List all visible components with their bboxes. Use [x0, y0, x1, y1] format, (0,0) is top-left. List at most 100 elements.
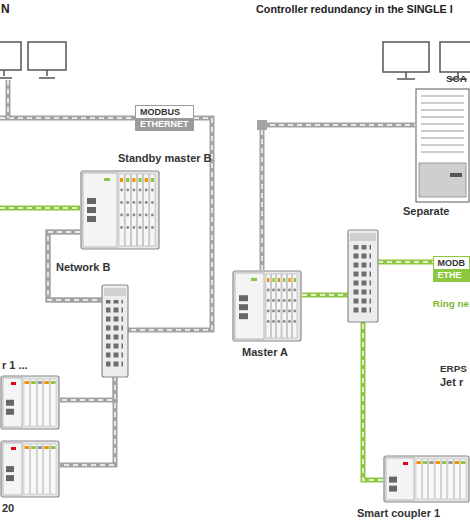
status-led [403, 462, 408, 465]
io-module [293, 274, 297, 338]
ethernet-port [6, 466, 14, 472]
module-marker [132, 178, 135, 182]
server-base [419, 163, 466, 197]
terminal-point [133, 189, 136, 192]
terminal-point [145, 214, 148, 217]
terminal-block [31, 379, 37, 426]
device-label: Master A [242, 346, 288, 359]
device-label: Standby master B [118, 152, 212, 165]
terminal-block [50, 444, 56, 494]
terminal-point [133, 214, 136, 217]
terminal-point [151, 189, 154, 192]
terminal-point [151, 214, 154, 217]
io-module [287, 274, 291, 338]
terminal-marker [423, 461, 427, 464]
module-marker [139, 178, 142, 182]
device-illustration [383, 455, 470, 503]
scada-server: SCA [415, 88, 470, 203]
terminal-point [267, 320, 270, 323]
terminal-marker [25, 381, 30, 384]
terminal-block [37, 444, 43, 494]
terminal-point [283, 310, 286, 313]
head-station [3, 443, 22, 495]
annotation-label: ERPS [440, 362, 467, 375]
ethernet-port [87, 216, 96, 222]
terminal-point [272, 289, 275, 292]
ethernet-cable [0, 80, 212, 330]
server-slot [421, 103, 464, 104]
io-module [144, 174, 149, 246]
terminal-block [454, 459, 459, 499]
terminal-point [288, 310, 291, 313]
terminal-point [293, 299, 296, 302]
server-slot [421, 110, 464, 111]
annotation-label: Separate [403, 205, 449, 218]
terminal-point [120, 189, 123, 192]
module-marker [278, 278, 280, 282]
status-led [11, 382, 16, 385]
smart-coupler: 20 [0, 440, 60, 498]
ethernet-port [389, 486, 397, 492]
cable-dash [302, 295, 383, 480]
smart-coupler: r 1 ... [0, 375, 60, 430]
module-marker [283, 278, 285, 282]
ethernet-port [6, 475, 14, 481]
terminal-marker [436, 461, 440, 464]
io-module [138, 174, 143, 246]
network-cable [302, 295, 383, 480]
annotation-label: Network B [56, 261, 110, 274]
io-module [282, 274, 286, 338]
terminal-point [139, 189, 142, 192]
server-slot [421, 138, 464, 139]
terminal-marker [455, 461, 459, 464]
controller-body [81, 171, 159, 249]
terminal-point [272, 310, 275, 313]
io-module [131, 174, 136, 246]
terminal-block [448, 459, 453, 499]
server-slot [421, 117, 464, 118]
terminal-point [272, 299, 275, 302]
terminal-marker [44, 446, 49, 449]
terminal-block [435, 459, 440, 499]
terminal-point [133, 226, 136, 229]
terminal-marker [429, 461, 433, 464]
terminal-marker [44, 381, 49, 384]
server-slot [421, 145, 464, 146]
cable-body [262, 125, 415, 270]
device-label: SCA [446, 72, 467, 85]
io-module [125, 174, 130, 246]
terminal-point [151, 226, 154, 229]
cable-body [302, 295, 383, 480]
ethernet-port [239, 295, 248, 301]
cpu-module [83, 173, 117, 247]
terminal-block [24, 379, 30, 426]
device-illustration [232, 270, 302, 342]
ethernet-port [6, 409, 14, 415]
terminal-block [44, 379, 50, 426]
smart-coupler: Smart coupler 1 [383, 455, 470, 503]
terminal-point [126, 189, 129, 192]
terminal-point [145, 201, 148, 204]
medium-name: ETHE [434, 269, 470, 281]
terminal-point [133, 201, 136, 204]
protocol-tag: MODBUSETHERNET [135, 105, 194, 131]
cable-dash [262, 125, 415, 270]
ethernet-port [87, 198, 96, 204]
terminal-marker [31, 446, 36, 449]
ethernet-port [239, 304, 248, 310]
device-label: 20 [2, 502, 14, 515]
server-drive [450, 173, 462, 177]
device-illustration [415, 88, 470, 203]
io-module [119, 174, 124, 246]
terminal-point [145, 226, 148, 229]
master-controller: Master A [232, 270, 302, 342]
terminal-point [145, 189, 148, 192]
module-marker [120, 178, 123, 182]
status-led [251, 278, 257, 281]
medium-name: ETHERNET [136, 118, 193, 130]
terminal-block [442, 459, 447, 499]
terminal-marker [31, 381, 36, 384]
server-body [416, 89, 469, 202]
terminal-marker [51, 381, 56, 384]
terminal-point [293, 320, 296, 323]
